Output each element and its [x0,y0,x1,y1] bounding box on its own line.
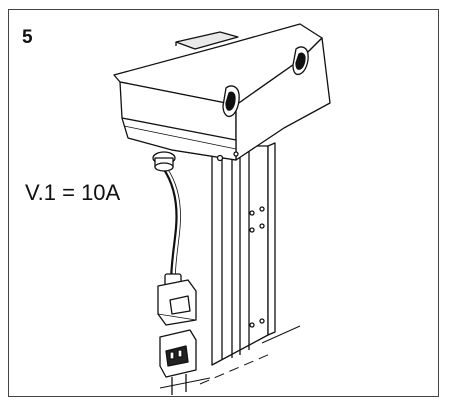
cable-gland [152,151,176,172]
side-port [222,85,240,118]
power-inlet-plug [159,329,197,395]
power-cable [162,167,178,286]
step-number: 5 [22,27,33,48]
side-port [292,46,309,76]
device-housing [113,23,331,172]
spec-label: V.1 = 10A [25,180,121,205]
cable-connector [157,273,197,326]
mounting-pole [211,142,276,366]
ground-lines [159,325,301,389]
